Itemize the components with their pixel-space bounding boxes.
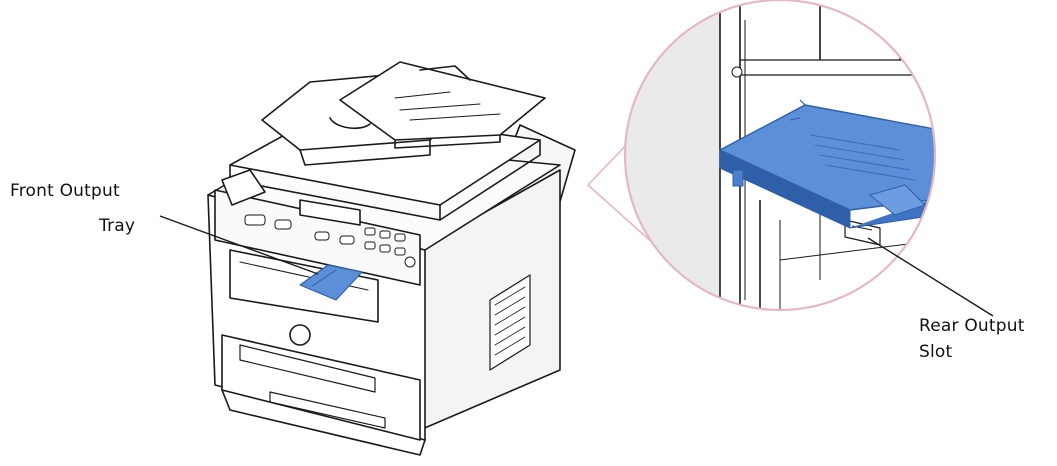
front-output-tray-label-line2: Tray: [99, 216, 135, 237]
printer-illustration: [208, 62, 575, 455]
rear-slot-leader-line: [868, 238, 993, 316]
rear-output-slot-label-line2: Slot: [919, 342, 952, 363]
rear-output-slot-label-line1: Rear Output: [919, 316, 1025, 337]
front-output-tray-label-line1: Front Output: [10, 181, 120, 202]
magnifier-circle: [620, 0, 940, 320]
